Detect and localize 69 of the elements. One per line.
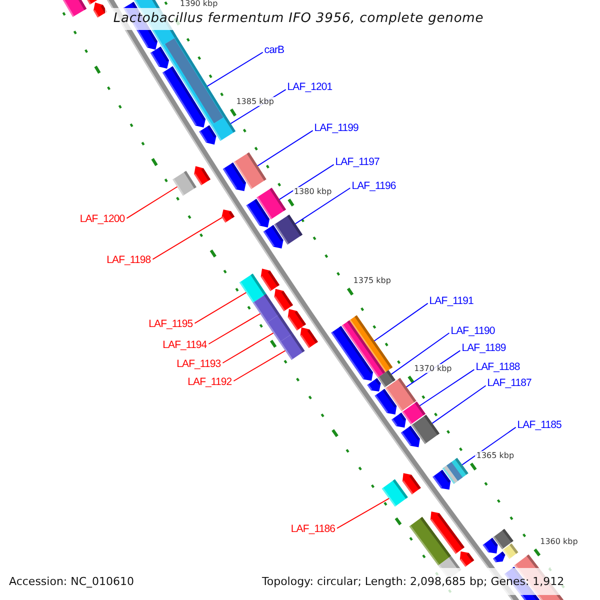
gene-label: LAF_1193 bbox=[176, 358, 221, 370]
gene-label: LAF_1192 bbox=[188, 376, 232, 388]
gene-label: LAF_1198 bbox=[106, 254, 151, 266]
gene-box bbox=[502, 543, 518, 559]
gene-label: LAF_1194 bbox=[162, 338, 207, 351]
leader-line bbox=[374, 302, 428, 342]
gene-block bbox=[263, 225, 284, 248]
scale-label: 1375 kbp bbox=[352, 276, 392, 286]
gene-label: LAF_1197 bbox=[335, 156, 380, 168]
leader-line bbox=[294, 188, 351, 224]
leader-line bbox=[432, 385, 486, 424]
leader-line bbox=[419, 369, 475, 406]
leader-line bbox=[390, 332, 450, 375]
gene-block bbox=[246, 198, 270, 228]
scale-label: 1390 kbp bbox=[179, 0, 219, 8]
scale-label: 1385 kbp bbox=[235, 97, 275, 106]
leader-line bbox=[208, 313, 261, 344]
scale-label: 1370 kbp bbox=[413, 364, 453, 374]
gene-box bbox=[62, 0, 87, 17]
gene-block bbox=[400, 426, 420, 448]
gene-block bbox=[288, 309, 306, 330]
gene-block bbox=[300, 327, 318, 348]
gene-box bbox=[172, 170, 196, 196]
gene-box bbox=[382, 479, 408, 507]
gene-block bbox=[222, 162, 246, 192]
gene-box bbox=[409, 516, 452, 566]
gene-block bbox=[402, 473, 421, 494]
gene-block bbox=[482, 538, 498, 554]
gene-label: LAF_1191 bbox=[429, 295, 474, 307]
gene-label: LAF_1196 bbox=[352, 180, 396, 192]
gene-block bbox=[374, 388, 397, 414]
gene-block bbox=[274, 288, 293, 312]
gene-block bbox=[194, 166, 210, 186]
gene-label: LAF_1189 bbox=[462, 342, 506, 354]
gene-label: LAF_1200 bbox=[80, 213, 125, 225]
leader-line bbox=[126, 186, 178, 219]
leader-line bbox=[152, 217, 222, 260]
gene-label: LAF_1188 bbox=[476, 361, 520, 374]
accession-text: Accession: NC_010610 bbox=[9, 575, 134, 589]
gene-block bbox=[222, 210, 235, 223]
gene-label: LAF_1195 bbox=[148, 318, 193, 330]
gene-label: LAF_1190 bbox=[450, 324, 495, 337]
gene-block bbox=[432, 470, 451, 490]
leader-line bbox=[336, 498, 390, 529]
gene-label: LAF_1187 bbox=[487, 377, 532, 390]
leader-line bbox=[194, 292, 247, 324]
gene-label: LAF_1199 bbox=[314, 122, 358, 134]
scale-label: 1365 kbp bbox=[475, 451, 516, 460]
leader-line bbox=[257, 130, 314, 166]
gene-block bbox=[199, 125, 216, 145]
gene-block bbox=[87, 0, 98, 4]
scale-label: 1380 kbp bbox=[292, 187, 333, 196]
gene-block bbox=[331, 326, 374, 381]
leader-line bbox=[233, 350, 286, 382]
gene-label: LAF_1185 bbox=[517, 419, 562, 431]
gene-block bbox=[493, 551, 506, 562]
leader-line bbox=[222, 332, 274, 364]
leader-line bbox=[206, 52, 264, 87]
scale-label: 1360 kbp bbox=[539, 536, 579, 546]
gene-block bbox=[162, 66, 206, 128]
gene-label: carB bbox=[264, 44, 284, 56]
gene-block bbox=[392, 412, 406, 428]
gene-block bbox=[260, 268, 280, 292]
gene-box bbox=[280, 333, 305, 360]
gene-label: LAF_1186 bbox=[290, 523, 335, 535]
gene-block bbox=[460, 551, 474, 567]
gene-label: LAF_1201 bbox=[287, 81, 332, 94]
leader-line bbox=[278, 164, 334, 200]
gene-block bbox=[367, 378, 381, 392]
